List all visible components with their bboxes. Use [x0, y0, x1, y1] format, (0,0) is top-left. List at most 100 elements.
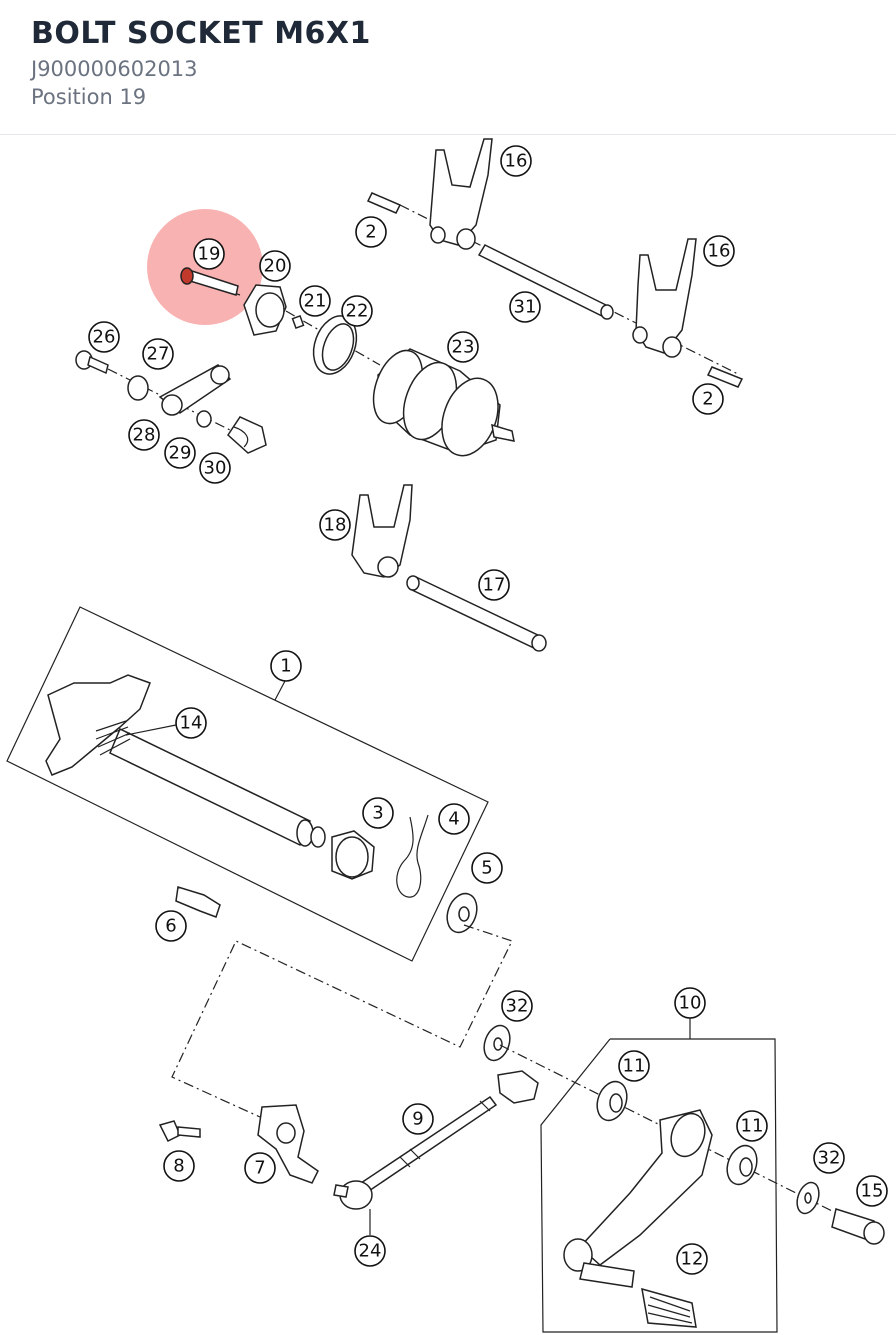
svg-text:7: 7	[254, 1158, 265, 1179]
pin-6[interactable]	[175, 886, 221, 918]
svg-text:22: 22	[346, 301, 369, 322]
svg-text:14: 14	[180, 713, 203, 734]
callout-24[interactable]: 24	[354, 1235, 386, 1267]
callout-14[interactable]: 14	[175, 707, 207, 739]
svg-text:12: 12	[681, 1249, 704, 1270]
callout-17[interactable]: 17	[478, 569, 510, 601]
callout-31[interactable]: 31	[509, 291, 541, 323]
svg-text:32: 32	[818, 1148, 841, 1169]
svg-text:16: 16	[505, 151, 528, 172]
svg-text:3: 3	[372, 803, 383, 824]
callout-23[interactable]: 23	[447, 331, 479, 363]
callout-4[interactable]: 4	[438, 803, 470, 835]
part-number: J900000602013	[31, 57, 198, 81]
group-frame-10	[540, 1038, 778, 1333]
svg-text:27: 27	[147, 344, 170, 365]
svg-text:5: 5	[481, 858, 492, 879]
callout-19[interactable]: 19	[193, 238, 225, 270]
spring-30[interactable]	[227, 416, 267, 454]
callout-32b[interactable]: 32	[813, 1142, 845, 1174]
svg-text:2: 2	[365, 222, 376, 243]
exploded-parts-diagram[interactable]: 16 2 19 20 21 22 31 16 26 27 23 2 28 29 …	[0, 135, 896, 1335]
svg-text:1: 1	[280, 656, 291, 677]
svg-text:29: 29	[169, 443, 192, 464]
bolt-19[interactable]	[180, 267, 241, 296]
svg-text:32: 32	[506, 996, 529, 1017]
callout-26[interactable]: 26	[88, 321, 120, 353]
svg-text:11: 11	[623, 1056, 646, 1077]
svg-text:20: 20	[264, 256, 287, 277]
position-label: Position 19	[31, 85, 147, 109]
callout-11a[interactable]: 11	[618, 1050, 650, 1082]
svg-text:10: 10	[679, 993, 702, 1014]
shift-fork-18[interactable]	[351, 484, 413, 578]
bolt-15[interactable]	[831, 1208, 885, 1245]
ring-22[interactable]	[306, 310, 364, 380]
part-header: BOLT SOCKET M6X1 J900000602013 Position …	[0, 0, 896, 135]
callout-5[interactable]: 5	[471, 852, 503, 884]
callout-27[interactable]: 27	[142, 338, 174, 370]
callout-16a[interactable]: 16	[500, 145, 532, 177]
callout-10[interactable]: 10	[674, 987, 706, 1019]
lever-28[interactable]	[158, 364, 232, 416]
washer-29[interactable]	[196, 410, 212, 428]
washer-27[interactable]	[127, 375, 149, 401]
lever-7[interactable]	[257, 1104, 319, 1184]
callout-3[interactable]: 3	[362, 797, 394, 829]
svg-text:11: 11	[741, 1116, 764, 1137]
callout-9[interactable]: 9	[402, 1103, 434, 1135]
callout-1[interactable]: 1	[270, 650, 302, 682]
clip-3[interactable]	[331, 830, 375, 880]
shift-rod-17[interactable]	[406, 575, 547, 652]
callout-18[interactable]: 18	[319, 509, 351, 541]
callout-7[interactable]: 7	[244, 1152, 276, 1184]
pin-21[interactable]	[291, 314, 305, 330]
washer-32b[interactable]	[793, 1180, 823, 1217]
svg-text:31: 31	[514, 297, 537, 318]
ball-joint-24[interactable]	[333, 1180, 373, 1210]
shift-fork-16a[interactable]	[429, 138, 493, 250]
svg-text:9: 9	[412, 1109, 423, 1130]
bolt-8[interactable]	[158, 1120, 201, 1143]
bearing-11b[interactable]	[722, 1141, 762, 1188]
pedal-rubber-12[interactable]	[641, 1287, 697, 1328]
callout-2a[interactable]: 2	[355, 216, 387, 248]
svg-text:8: 8	[173, 1156, 184, 1177]
callout-30[interactable]: 30	[199, 452, 231, 484]
shift-fork-16b[interactable]	[632, 238, 697, 358]
washer-32a[interactable]	[480, 1022, 515, 1064]
shift-drum-23[interactable]	[364, 344, 515, 464]
callout-20[interactable]: 20	[259, 250, 291, 282]
shift-shaft-1[interactable]	[45, 674, 326, 848]
group-frame-1	[6, 606, 489, 962]
callout-21[interactable]: 21	[299, 285, 331, 317]
callout-22[interactable]: 22	[341, 295, 373, 327]
callout-6[interactable]: 6	[155, 910, 187, 942]
callout-15[interactable]: 15	[856, 1175, 888, 1207]
svg-text:28: 28	[133, 425, 156, 446]
svg-text:2: 2	[702, 389, 713, 410]
svg-text:4: 4	[448, 809, 459, 830]
shift-rod-9[interactable]	[350, 1070, 539, 1198]
svg-text:26: 26	[93, 327, 116, 348]
callout-12[interactable]: 12	[676, 1243, 708, 1275]
svg-text:16: 16	[708, 241, 731, 262]
callout-29[interactable]: 29	[164, 437, 196, 469]
shift-lever-arm[interactable]	[563, 1109, 713, 1288]
spring-14[interactable]	[95, 720, 131, 756]
callout-11b[interactable]: 11	[736, 1110, 768, 1142]
spring-4[interactable]	[396, 814, 429, 898]
svg-text:19: 19	[198, 244, 221, 265]
svg-text:15: 15	[861, 1181, 884, 1202]
callout-28[interactable]: 28	[128, 419, 160, 451]
callout-16b[interactable]: 16	[703, 235, 735, 267]
svg-text:21: 21	[304, 291, 327, 312]
washer-5[interactable]	[442, 889, 482, 936]
svg-text:30: 30	[204, 458, 227, 479]
svg-text:23: 23	[452, 337, 475, 358]
bearing-11a[interactable]	[592, 1077, 632, 1124]
svg-text:24: 24	[359, 1241, 382, 1262]
callout-2b[interactable]: 2	[692, 383, 724, 415]
callout-32a[interactable]: 32	[501, 990, 533, 1022]
callout-8[interactable]: 8	[163, 1150, 195, 1182]
